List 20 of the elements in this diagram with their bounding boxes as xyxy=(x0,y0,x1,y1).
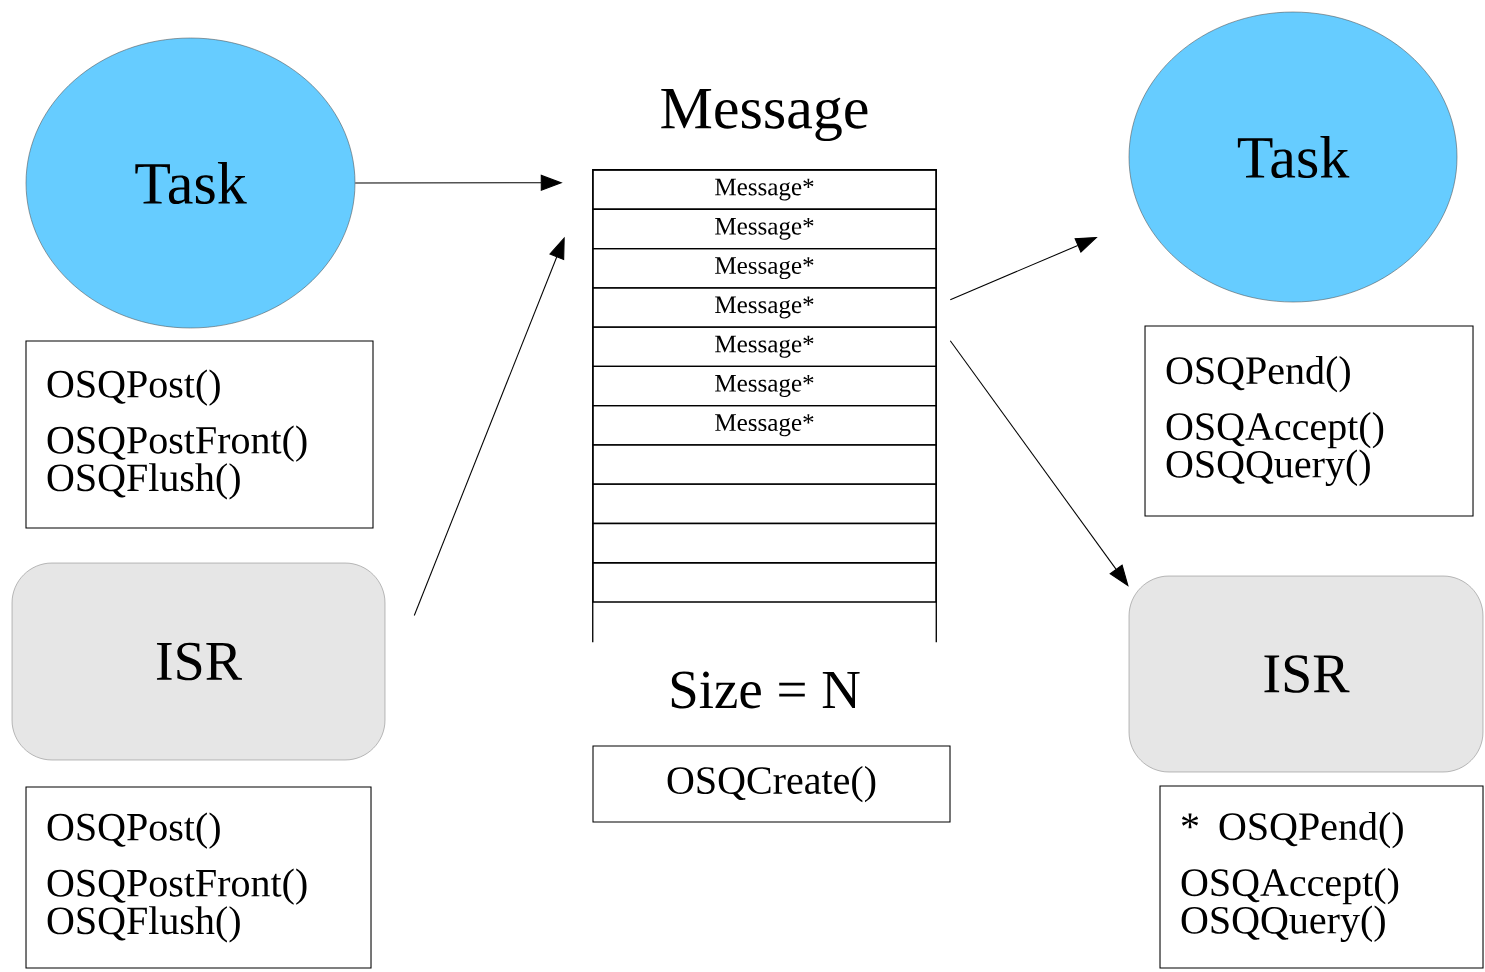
queue-slot: Message* xyxy=(592,404,937,446)
isr-box: ISR xyxy=(1128,575,1484,773)
size-label: Size = N xyxy=(671,671,860,709)
function-list-box: * OSQPend() OSQAccept() OSQQuery() xyxy=(1159,785,1484,969)
queue-slot xyxy=(592,562,937,603)
queue-slot xyxy=(592,483,937,525)
queue-slot: Message* xyxy=(592,169,937,210)
isr-box: ISR xyxy=(11,562,386,761)
queue-slot xyxy=(592,444,937,485)
queue-slot: Message* xyxy=(592,208,937,250)
function-list-box: OSQPend() OSQAccept() OSQQuery() xyxy=(1144,325,1474,517)
function-box: OSQCreate() xyxy=(592,745,951,823)
function-list-box: OSQPost() OSQPostFront() OSQFlush() xyxy=(25,786,372,969)
queue-slot: Message* xyxy=(592,326,937,368)
queue-slot: Message* xyxy=(592,287,937,328)
node-label: Message xyxy=(661,88,868,142)
queue-slot: Message* xyxy=(592,247,937,289)
function-list-box: OSQPost() OSQPostFront() OSQFlush() xyxy=(25,340,374,529)
queue-slot xyxy=(592,522,937,564)
queue-slot: Message* xyxy=(592,365,937,407)
